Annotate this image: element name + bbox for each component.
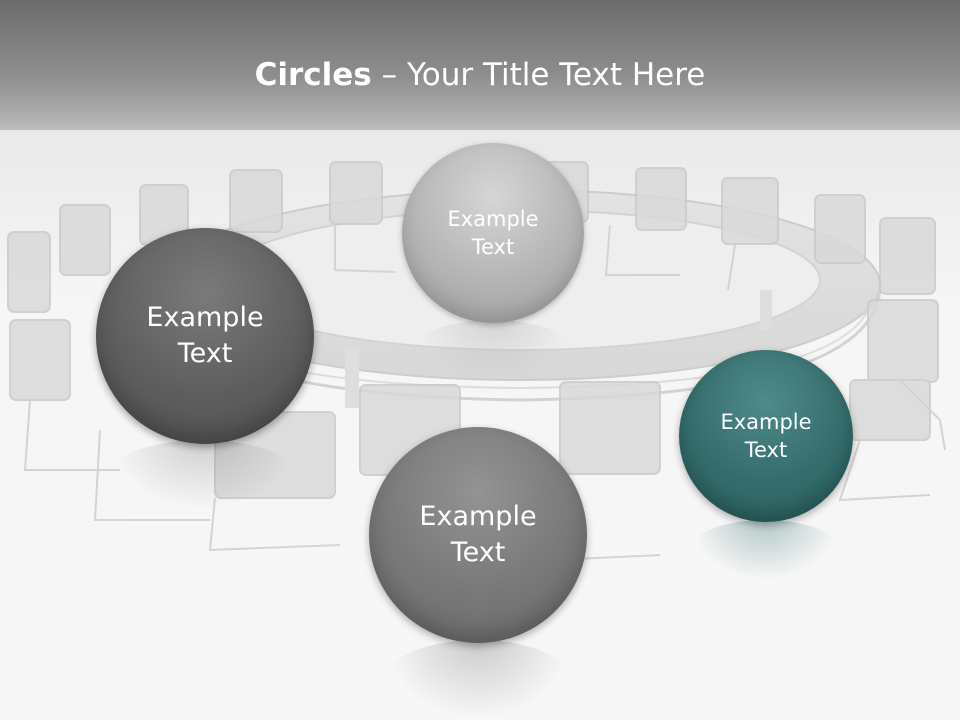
circle-left[interactable]: Example Text bbox=[96, 228, 314, 444]
circle-text-line: Text bbox=[471, 235, 515, 259]
circle-text-line: Example bbox=[720, 409, 812, 434]
circle-right[interactable]: Example Text bbox=[679, 350, 853, 522]
circle-text: Example Text bbox=[447, 205, 538, 262]
circle-text-line: Example bbox=[419, 500, 537, 532]
circle-text-line: Text bbox=[744, 438, 788, 462]
chair-frames bbox=[23, 224, 946, 562]
chairs bbox=[7, 161, 939, 499]
circle-text-line: Example bbox=[447, 206, 539, 231]
circle-text: Example Text bbox=[419, 499, 536, 572]
circle-bottom[interactable]: Example Text bbox=[369, 427, 587, 643]
title-bold: Circles bbox=[254, 57, 372, 93]
circle-text: Example Text bbox=[720, 408, 811, 465]
circle-top[interactable]: Example Text bbox=[402, 143, 584, 323]
circle-text-line: Text bbox=[450, 537, 506, 568]
title-rest: – Your Title Text Here bbox=[371, 57, 706, 93]
circle-text-line: Text bbox=[177, 338, 233, 369]
circle-text: Example Text bbox=[146, 300, 263, 373]
slide-title: Circles – Your Title Text Here bbox=[0, 52, 960, 98]
circle-text-line: Example bbox=[146, 301, 264, 333]
